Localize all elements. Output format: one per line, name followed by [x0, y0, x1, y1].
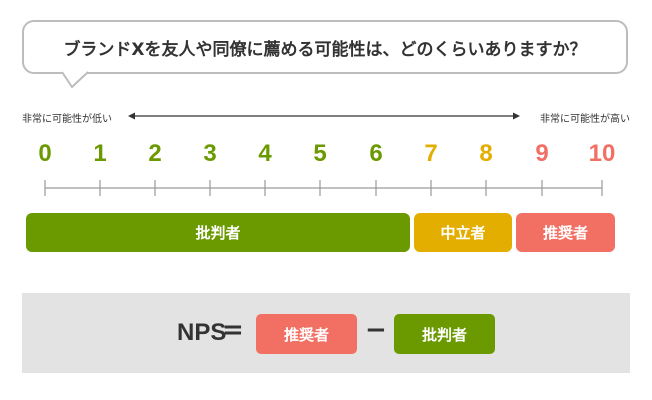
question-bubble: ブランドXを友人や同僚に薦める可能性は、どのくらいありますか？ [22, 20, 628, 74]
formula-detractors-label: 批判者 [421, 325, 467, 344]
nps-label: NPS [177, 319, 227, 346]
scale-high-label: 非常に可能性が高い [540, 114, 630, 125]
score-6: 6 [369, 140, 383, 167]
equals-sign: = [222, 315, 244, 345]
formula-detractors-pill: 批判者 [394, 314, 495, 354]
scale-ticks [44, 180, 603, 196]
score-10: 10 [588, 140, 616, 167]
detractors-band: 批判者 [26, 213, 410, 252]
score-1: 1 [93, 140, 107, 167]
passives-label: 中立者 [440, 224, 486, 242]
nps-formula-box: NPS = 推奨者 − 批判者 [22, 293, 630, 373]
double-arrow-icon [128, 112, 520, 120]
question-text: ブランドXを友人や同僚に薦める可能性は、どのくらいありますか？ [63, 39, 587, 60]
passives-band: 中立者 [414, 213, 512, 252]
score-2: 2 [148, 140, 162, 167]
bubble-tail [62, 71, 89, 88]
score-7: 7 [424, 140, 438, 167]
score-8: 8 [479, 140, 493, 167]
formula-promoters-pill: 推奨者 [256, 314, 357, 354]
score-3: 3 [203, 140, 217, 167]
scale-ruler [44, 180, 603, 196]
detractors-label: 批判者 [195, 224, 241, 242]
scale-low-label: 非常に可能性が低い [22, 114, 112, 125]
formula-promoters-label: 推奨者 [283, 325, 329, 344]
promoters-band: 推奨者 [516, 213, 615, 252]
score-5: 5 [313, 140, 327, 167]
score-9: 9 [535, 140, 549, 167]
score-4: 4 [258, 140, 272, 167]
minus-sign: − [365, 315, 387, 345]
score-0: 0 [38, 140, 52, 167]
promoters-label: 推奨者 [542, 224, 588, 242]
